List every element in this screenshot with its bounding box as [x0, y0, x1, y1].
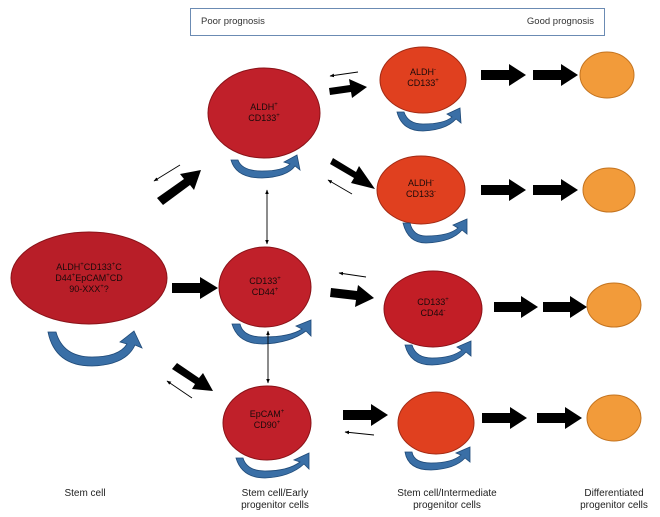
- good-prognosis-label: Good prognosis: [526, 16, 594, 27]
- diff-cell-2: [582, 167, 636, 213]
- stem-cell: [10, 231, 168, 325]
- big-arrow-stem-to-top: [157, 170, 201, 205]
- loop-arrow-inter-2: [402, 218, 468, 244]
- cell-cd133-cd44: [218, 246, 312, 328]
- cell-aldh-cd133-top: [207, 67, 321, 159]
- cell-inter-4: [397, 391, 475, 455]
- big-arrow-inter4-a: [482, 407, 527, 429]
- big-arrow-top-to-inter2: [330, 158, 375, 189]
- big-arrow-inter1-a: [481, 64, 526, 86]
- loop-arrow-epcam: [235, 452, 310, 479]
- reverse-arrows: [153, 71, 375, 436]
- loop-arrow-mid: [231, 319, 312, 345]
- big-arrow-stem-to-mid: [172, 277, 218, 299]
- prognosis-box: Poor prognosis Good prognosis: [190, 8, 605, 36]
- cell-inter-2-label: ALDH- CD133-: [405, 178, 436, 199]
- diff-cell-3: [586, 282, 642, 328]
- diff-cell-4: [586, 394, 642, 442]
- cell-inter-2: [376, 155, 466, 225]
- poor-prognosis-label: Poor prognosis: [201, 16, 265, 27]
- big-arrow-inter3-a: [494, 296, 538, 318]
- column-label-stem-cell: Stem cell: [64, 488, 106, 499]
- big-arrow-inter4-b: [537, 407, 582, 429]
- diff-cell-1: [579, 51, 635, 99]
- small-arrow-inter2-to-top: [327, 179, 353, 195]
- cell-inter-1-label: ALDH- CD133+: [407, 67, 439, 88]
- cell-inter-3-label: CD133+ CD44-: [417, 297, 449, 318]
- cell-epcam-cd90: [222, 385, 312, 461]
- loop-arrow-inter-1: [396, 107, 462, 132]
- big-arrow-stem-to-epcam: [172, 363, 213, 391]
- cell-cd133-cd44-label: CD133+ CD44+: [249, 276, 281, 297]
- big-arrow-inter1-b: [533, 64, 578, 86]
- small-arrow-inter4-to-epcam: [344, 430, 375, 436]
- loop-arrow-inter-4: [404, 446, 471, 471]
- self-renewal-arrows: [47, 107, 472, 479]
- stem-cell-label: ALDH+CD133+C D44+EpCAM+CD 90-XXX+?: [55, 262, 123, 294]
- small-arrow-inter1-to-top: [329, 71, 359, 78]
- loop-arrow-top: [230, 154, 301, 179]
- big-arrow-top-to-inter1: [329, 79, 367, 98]
- cell-inter-3: [383, 270, 483, 348]
- big-arrow-inter2-a: [481, 179, 526, 201]
- loop-arrow-stem: [47, 330, 143, 367]
- small-arrow-inter3-to-mid: [338, 271, 367, 278]
- cell-aldh-cd133-top-label: ALDH+ CD133+: [248, 102, 280, 123]
- big-arrow-mid-to-inter3: [330, 285, 374, 307]
- big-arrow-inter3-b: [543, 296, 587, 318]
- cell-epcam-cd90-label: EpCAM+ CD90+: [249, 409, 285, 430]
- small-arrow-top-to-stem: [153, 164, 181, 182]
- differentiation-arrows: [157, 64, 587, 429]
- cell-inter-1: [379, 46, 467, 114]
- loop-arrow-inter-3: [404, 340, 472, 366]
- small-arrow-epcam-to-stem: [166, 380, 193, 399]
- big-arrow-epcam-to-inter4: [343, 404, 388, 426]
- big-arrow-inter2-b: [533, 179, 578, 201]
